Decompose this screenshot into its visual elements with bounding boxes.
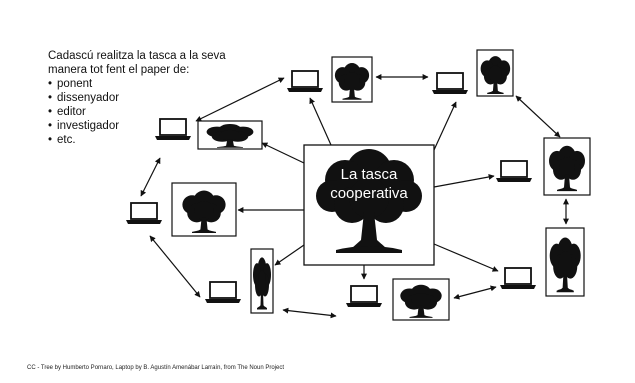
arrow bbox=[195, 77, 285, 122]
participant-tree-box bbox=[392, 278, 450, 321]
laptop-icon bbox=[499, 267, 537, 290]
participant-tree-box bbox=[476, 49, 514, 97]
center-title-line2: cooperativa bbox=[330, 185, 408, 202]
participant-tree-box bbox=[543, 137, 591, 196]
participant-tree-box bbox=[197, 120, 263, 150]
arrow bbox=[515, 95, 561, 138]
participant-tree-box bbox=[545, 227, 585, 297]
arrow bbox=[433, 174, 495, 188]
role-item: etc. bbox=[48, 133, 248, 147]
arrow bbox=[453, 285, 497, 300]
arrow bbox=[433, 101, 457, 151]
role-item: ponent bbox=[48, 77, 248, 91]
center-title-line1: La tasca bbox=[341, 166, 398, 183]
arrow bbox=[309, 97, 332, 146]
central-task-box: La tasca cooperativa bbox=[303, 144, 435, 266]
arrows-between-peers bbox=[140, 74, 569, 319]
intro-text: Cadascú realitza la tasca a la seva mane… bbox=[48, 50, 226, 76]
arrow bbox=[282, 307, 337, 319]
intro-text-block: Cadascú realitza la tasca a la seva mane… bbox=[48, 49, 248, 147]
laptop-icon bbox=[125, 202, 163, 225]
laptop-icon bbox=[431, 72, 469, 95]
central-tree-icon bbox=[316, 149, 422, 253]
arrow bbox=[140, 157, 161, 197]
role-item: editor bbox=[48, 105, 248, 119]
roles-list: ponent dissenyador editor investigador e… bbox=[48, 77, 248, 147]
laptop-icon bbox=[286, 70, 324, 93]
participant-tree-box bbox=[171, 182, 237, 237]
participant-tree-box bbox=[331, 56, 373, 103]
arrow bbox=[261, 142, 305, 164]
role-item: dissenyador bbox=[48, 91, 248, 105]
arrows-from-center bbox=[237, 97, 499, 280]
arrow bbox=[433, 243, 499, 272]
laptop-icon bbox=[495, 160, 533, 183]
laptop-icon bbox=[345, 285, 383, 308]
arrow bbox=[274, 244, 305, 266]
laptop-icon bbox=[204, 281, 242, 304]
arrow bbox=[149, 235, 201, 298]
participant-tree-box bbox=[250, 248, 274, 314]
credit-text: CC - Tree by Humberto Pornaro, Laptop by… bbox=[27, 365, 285, 371]
role-item: investigador bbox=[48, 119, 248, 133]
laptop-icon bbox=[154, 118, 192, 141]
